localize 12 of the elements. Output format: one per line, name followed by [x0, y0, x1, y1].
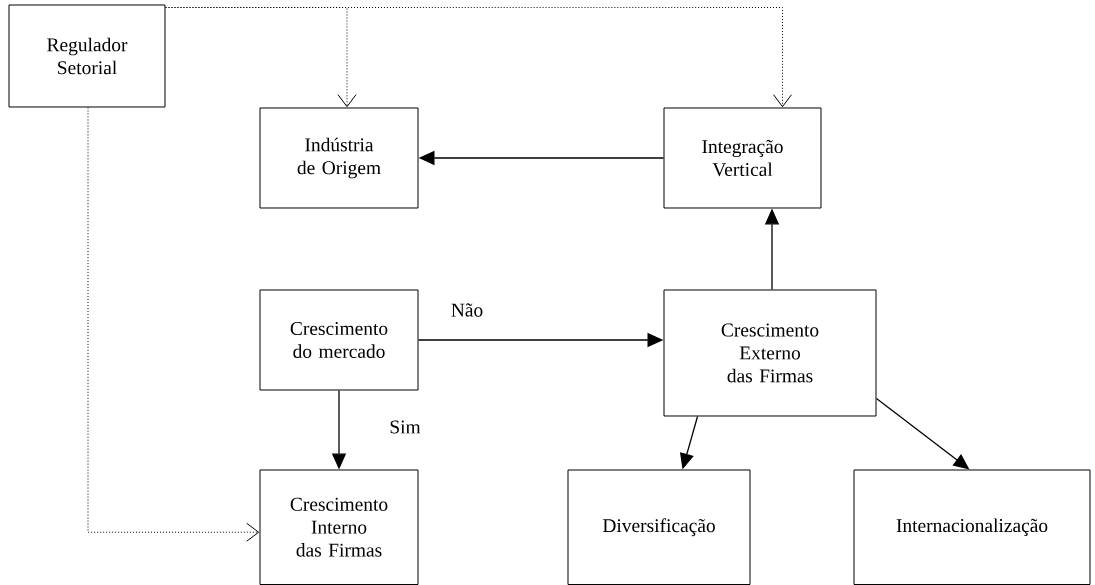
arrow [165, 7, 792, 108]
edge-label: Não [449, 302, 485, 318]
process-box: Internacionalização [853, 469, 1091, 585]
process-box: Crescimento Externo das Firmas [663, 289, 877, 417]
process-box: Diversificação [567, 469, 751, 585]
process-box: Crescimento Interno das Firmas [259, 469, 419, 585]
process-box: Crescimento do mercado [259, 289, 419, 391]
process-box: Regulador Setorial [8, 4, 166, 108]
edge-label: Sim [388, 419, 422, 435]
process-box: Integração Vertical [663, 107, 822, 209]
process-box: Indústria de Origem [259, 107, 419, 209]
arrow [87, 107, 260, 542]
